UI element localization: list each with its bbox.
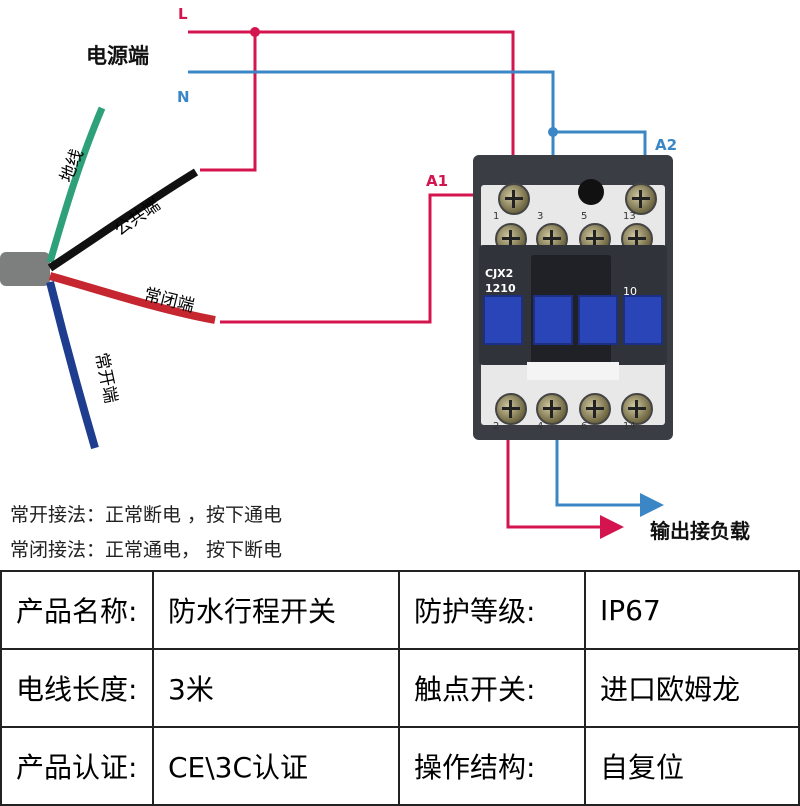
common-wire: [47, 168, 199, 272]
table-row: 产品认证: CE\3C认证 操作结构: 自复位: [0, 726, 800, 806]
spec-value: 3米: [152, 648, 400, 728]
terminal-1-label: 1: [493, 211, 500, 222]
spec-key: 操作结构:: [398, 726, 586, 806]
wiring-diagram: [0, 27, 664, 539]
contactor-center-screw: [578, 179, 604, 205]
spec-key: 产品认证:: [0, 726, 154, 806]
output-red-line: [506, 440, 624, 539]
n-label: N: [177, 88, 190, 106]
table-row: 电线长度: 3米 触点开关: 进口欧姆龙: [0, 648, 800, 728]
terminal-screw-4: [536, 393, 568, 425]
output-label: 输出接负载: [650, 519, 750, 543]
spec-value: CE\3C认证: [152, 726, 400, 806]
a1-label: A1: [426, 172, 449, 190]
spec-key: 电线长度:: [0, 648, 154, 728]
contactor-code: 1210: [485, 282, 516, 295]
contactor-blue-cover-1: [483, 295, 523, 345]
terminal-screw-14: [621, 393, 653, 425]
nc-wire: [48, 272, 216, 324]
terminal-4-label: 4: [537, 421, 544, 432]
a2-label: A2: [655, 136, 678, 154]
spec-value: IP67: [584, 570, 800, 650]
terminal-3-label: 3: [537, 211, 544, 222]
a1-line: [220, 183, 509, 324]
contactor-image: 1 3 5 13 CJX2 1210 10 2 4 6 14: [473, 155, 673, 440]
contactor-model: CJX2: [485, 267, 514, 280]
contactor-blue-cover-2: [533, 295, 573, 345]
power-label: 电源端: [86, 44, 149, 68]
spec-key: 触点开关:: [398, 648, 586, 728]
output-blue-line: [555, 440, 664, 517]
no-wiring-note: 常开接法：正常断电 ，按下通电: [10, 504, 283, 526]
common-wire-line: [200, 32, 257, 172]
terminal-13-label: 13: [623, 211, 636, 222]
terminal-screw-13a: [625, 183, 657, 215]
terminal-screw-1a: [498, 183, 530, 215]
spec-key: 产品名称:: [0, 570, 154, 650]
terminal-14-label: 14: [623, 421, 636, 432]
spec-value: 自复位: [584, 726, 800, 806]
contactor-blue-cover-3: [578, 295, 618, 345]
nc-wiring-note: 常闭接法：正常通电， 按下断电: [10, 539, 283, 561]
contactor-blue-cover-4: [623, 295, 663, 345]
terminal-screw-6: [579, 393, 611, 425]
spec-value: 进口欧姆龙: [584, 648, 800, 728]
no-wire: [46, 281, 99, 450]
terminal-screw-2: [495, 393, 527, 425]
spec-key: 防护等级:: [398, 570, 586, 650]
ground-wire: [46, 106, 106, 263]
terminal-2-label: 2: [493, 421, 500, 432]
terminal-5-label: 5: [581, 211, 588, 222]
contactor-aux-number: 10: [623, 285, 637, 298]
spec-value: 防水行程开关: [152, 570, 400, 650]
table-row: 产品名称: 防水行程开关 防护等级: IP67: [0, 570, 800, 650]
spec-table: 产品名称: 防水行程开关 防护等级: IP67 电线长度: 3米 触点开关: 进…: [0, 570, 800, 806]
cable-jacket: [0, 252, 50, 286]
l-label: L: [178, 5, 188, 23]
terminal-6-label: 6: [581, 421, 588, 432]
